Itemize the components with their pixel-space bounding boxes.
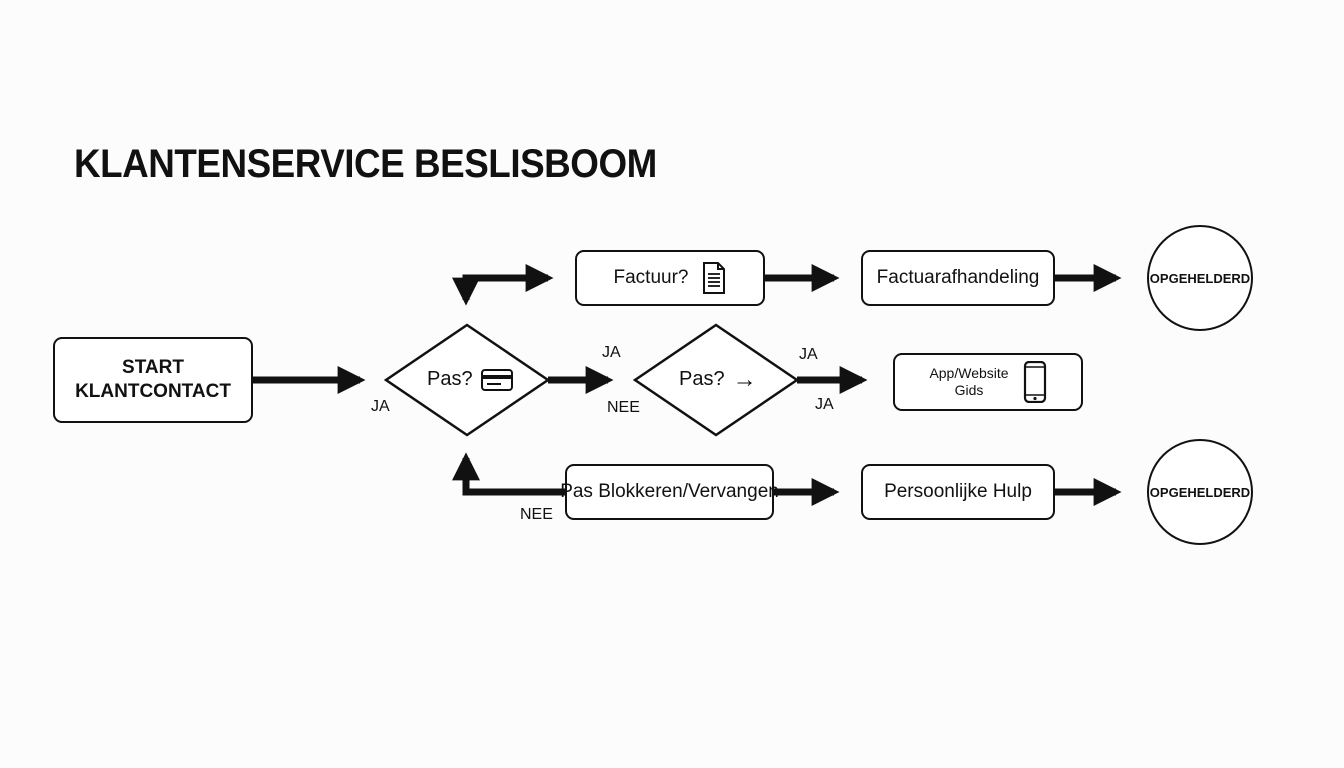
pas-blokkeren-label: Pas Blokkeren/Vervangen [560,481,779,502]
decision-diamond-1 [383,323,551,437]
end-node-bottom[interactable]: OPGEHELDERD [1147,439,1253,545]
decision-2-label[interactable]: Pas? → [679,365,757,393]
end-node-bottom-label: OPGEHELDERD [1149,484,1251,500]
factuur-node[interactable]: Factuur? [575,250,765,306]
decision-diamond-2 [632,323,800,437]
persoonlijke-hulp-label: Persoonlijke Hulp [884,481,1032,502]
edge-label-d1-d2-ja: JA [602,344,621,361]
factuur-label: Factuur? [613,267,689,288]
edge-label-d2-ja-top: JA [799,346,818,363]
page-title: KLANTENSERVICE BESLISBOOM [74,142,657,186]
app-website-text: App/Website Gids [929,365,1008,399]
app-website-node[interactable]: App/Website Gids [893,353,1083,411]
start-node-line1: START [122,357,184,378]
start-node-line2: KLANTCONTACT [75,381,231,402]
edge-label-start-ja: JA [371,398,390,415]
edge-label-decision1-nee: NEE [520,506,553,523]
decision-1-text: Pas? [427,368,473,390]
document-icon [703,262,726,294]
decision-2-text: Pas? [679,368,725,390]
app-website-line1: App/Website [929,365,1009,381]
edge-label-d1-d2-nee: NEE [607,399,640,416]
edge-label-d2-ja-bottom: JA [815,396,834,413]
right-arrow-icon: → [732,365,757,393]
arrow-branch-to-factuur [462,264,554,295]
persoonlijke-hulp-node[interactable]: Persoonlijke Hulp [861,464,1055,520]
pas-blokkeren-node[interactable]: Pas Blokkeren/Vervangen [560,464,779,520]
end-node-top-label: OPGEHELDERD [1149,270,1251,286]
factuurafhandeling-label: Factuarafhandeling [876,267,1040,288]
app-website-line2: Gids [954,382,984,398]
decision-1-label[interactable]: Pas? [427,368,513,391]
factuurafhandeling-node[interactable]: Factuarafhandeling [861,250,1055,306]
arrow-blokkeren-to-decision1 [452,452,566,496]
credit-card-icon [480,368,513,391]
smartphone-icon [1023,361,1046,403]
start-node[interactable]: START KLANTCONTACT [53,337,253,423]
end-node-top[interactable]: OPGEHELDERD [1147,225,1253,331]
